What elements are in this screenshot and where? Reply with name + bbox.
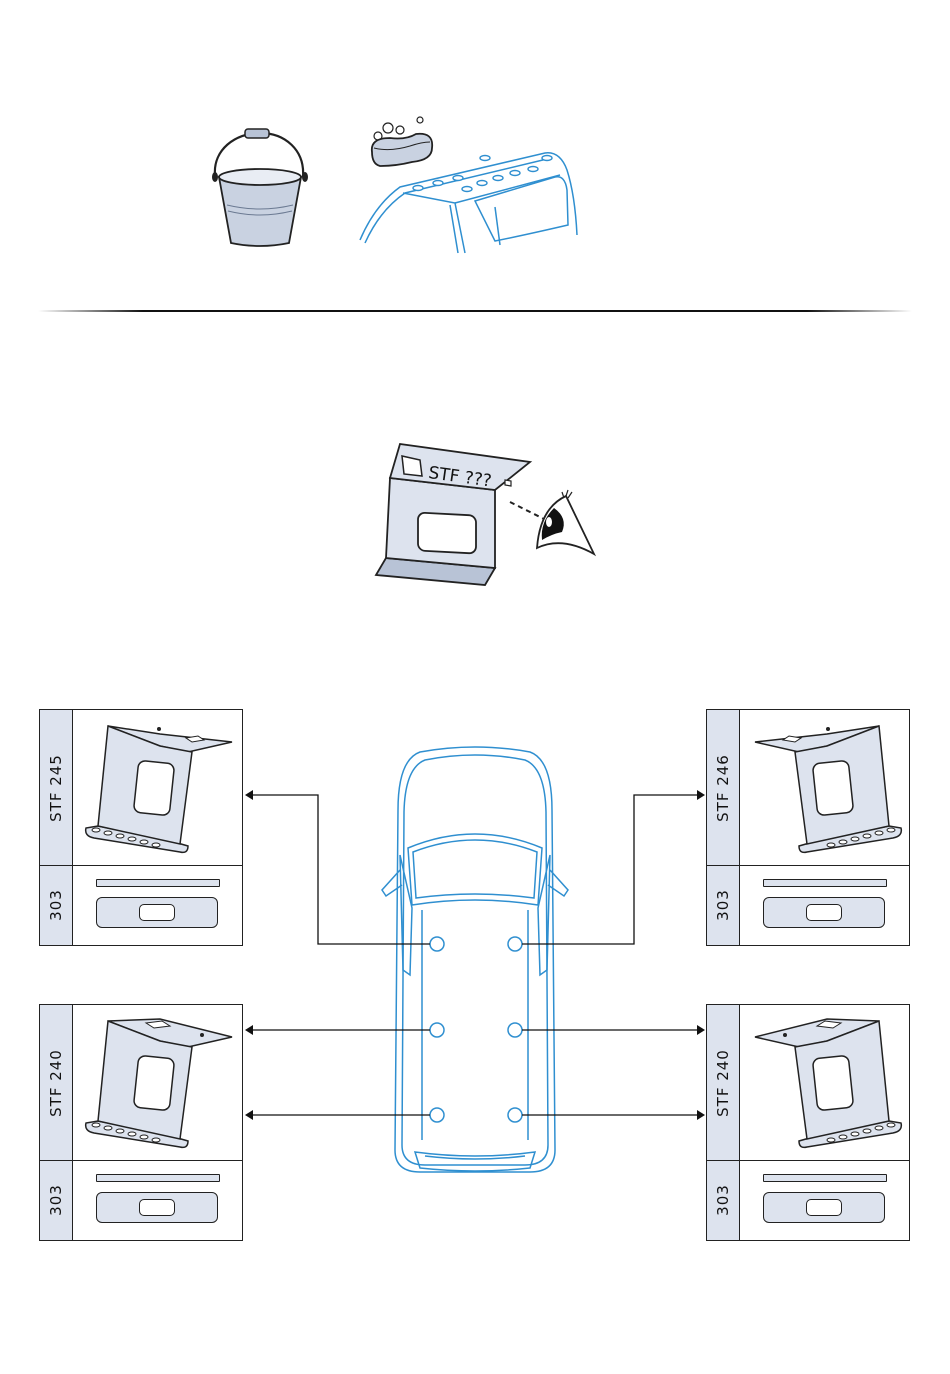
panel-front-right: STF 246 303: [706, 709, 910, 946]
bracket-code-label: STF 245: [47, 754, 65, 822]
arrow-marker: [697, 1110, 705, 1120]
arrow-marker: [245, 1110, 253, 1120]
mount-point: [508, 1108, 522, 1122]
bracket-code-label: STF 240: [714, 1049, 732, 1117]
bracket-icon: [747, 1011, 907, 1156]
mount-point: [508, 1023, 522, 1037]
bracket-icon: [80, 1011, 240, 1156]
panel-rear-right: STF 240 303: [706, 1004, 910, 1241]
pad-code-label: 303: [47, 1184, 65, 1216]
mount-point: [508, 937, 522, 951]
panel-rear-left: STF 240 303: [39, 1004, 243, 1241]
arrow-marker: [697, 790, 705, 800]
arrow-marker: [245, 790, 253, 800]
mount-point: [430, 1108, 444, 1122]
bracket-icon: [80, 716, 240, 861]
pad-code-label: 303: [714, 1184, 732, 1216]
mount-point: [430, 937, 444, 951]
pad-strip: [96, 879, 220, 887]
panel-front-left: STF 245 303: [39, 709, 243, 946]
pad-strip: [763, 1174, 887, 1182]
pad-strip: [763, 879, 887, 887]
pad-plate: [96, 897, 218, 928]
arrow-marker: [697, 1025, 705, 1035]
bracket-code-label: STF 240: [47, 1049, 65, 1117]
mount-point: [430, 1023, 444, 1037]
pad-plate: [763, 897, 885, 928]
bracket-icon: [747, 716, 907, 861]
pad-code-label: 303: [47, 889, 65, 921]
pad-code-label: 303: [714, 889, 732, 921]
pad-plate: [96, 1192, 218, 1223]
arrow-marker: [245, 1025, 253, 1035]
bracket-code-label: STF 246: [714, 754, 732, 822]
pad-strip: [96, 1174, 220, 1182]
pad-plate: [763, 1192, 885, 1223]
